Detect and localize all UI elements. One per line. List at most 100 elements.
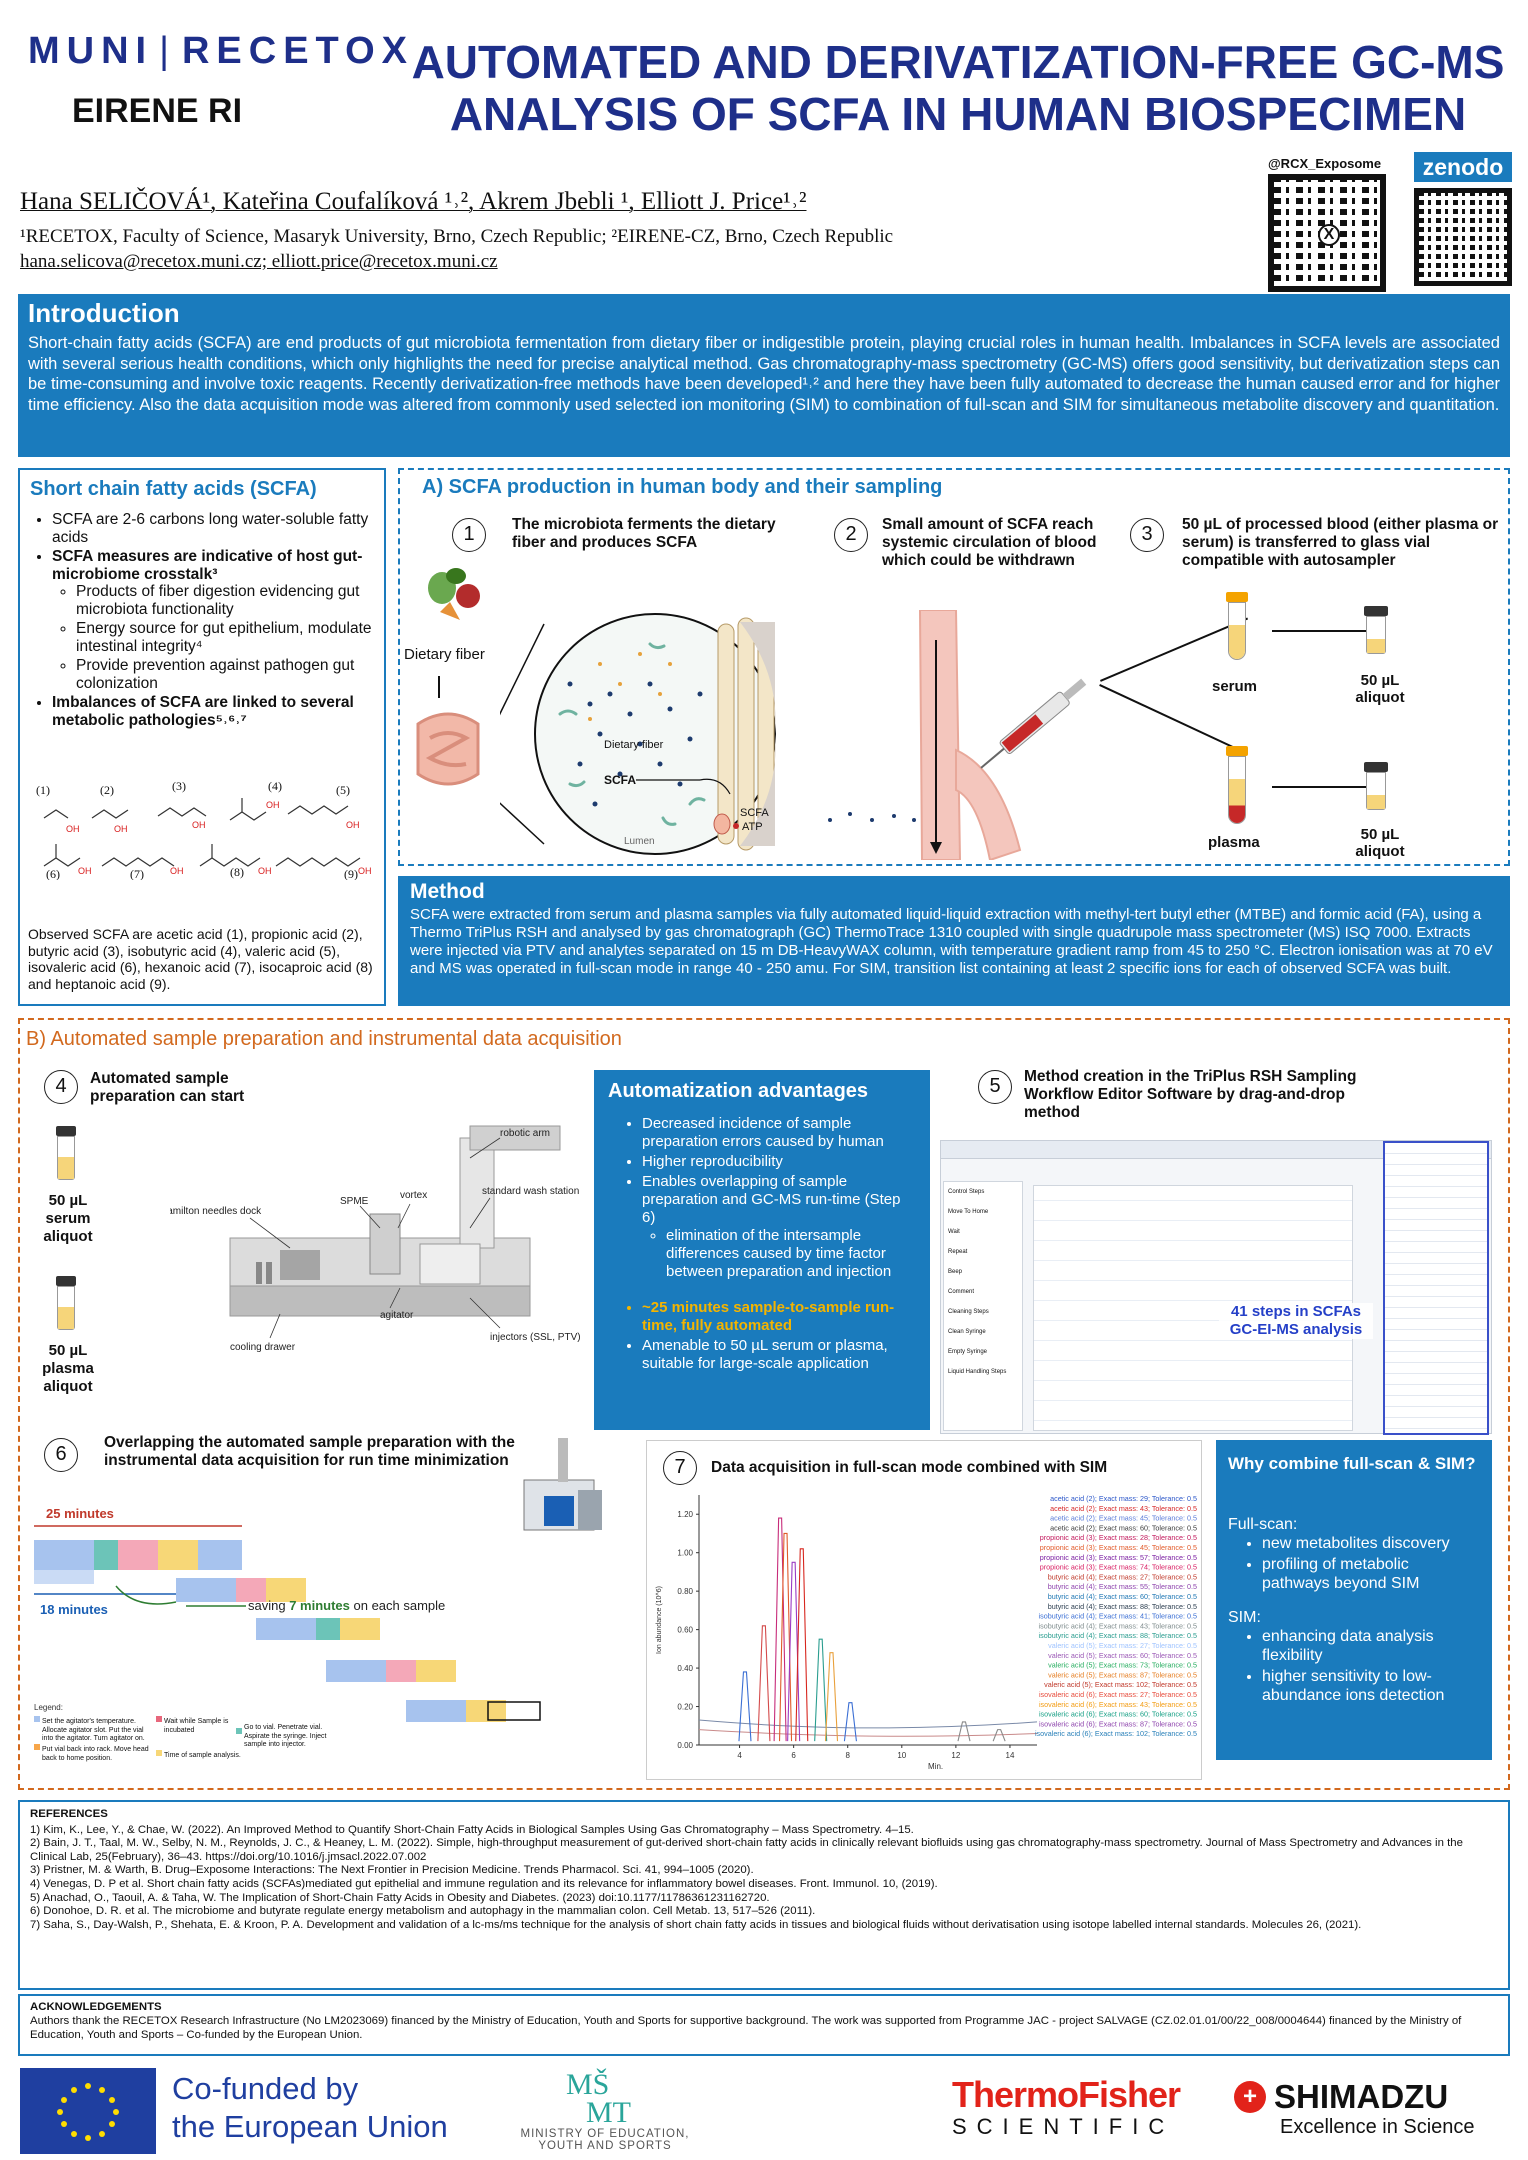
ack-text: Authors thank the RECETOX Research Infra… (30, 2015, 1462, 2041)
reference-item: 4) Venegas, D. P et al. Short chain fatt… (30, 1877, 938, 1890)
legend-entry: butyric acid (4); Exact mass: 27; Tolera… (1048, 1572, 1197, 1581)
struct-label-6: (6) (46, 867, 60, 880)
scfa-bullet-3: Imbalances of SCFA are linked to several… (52, 694, 374, 729)
inner-scfa-label: SCFA (604, 773, 636, 787)
ack-title: ACKNOWLEDGEMENTS (30, 2001, 162, 2013)
inner-lumen-label: Lumen (624, 836, 655, 847)
svg-text:OH: OH (192, 820, 206, 830)
legend-entry: valeric acid (5); Exact mass: 60; Tolera… (1048, 1651, 1197, 1660)
toolbox-item-8: Clean Syringe (948, 1329, 986, 1335)
saving-num: 7 minutes (289, 1598, 350, 1613)
x-logo-icon: X (1318, 224, 1340, 246)
adv-4: ~25 minutes sample-to-sample run-time, f… (642, 1299, 916, 1335)
chromatogram-peak (757, 1625, 771, 1742)
toolbox-item-7: Cleaning Steps (948, 1309, 989, 1315)
legend-entry: butyric acid (4); Exact mass: 55; Tolera… (1048, 1582, 1197, 1591)
x-axis-label: Min. (928, 1762, 943, 1771)
step-2-text: Small amount of SCFA reach systemic circ… (882, 516, 1097, 569)
y-tick-label: 0.20 (677, 1703, 693, 1712)
scfa-sub-1: Products of fiber digestion evidencing g… (76, 583, 374, 618)
chromatogram-panel: 7 Data acquisition in full-scan mode com… (646, 1440, 1202, 1780)
plasma-vial-icon (1362, 762, 1392, 812)
legend-entry: acetic acid (2); Exact mass: 60; Toleran… (1050, 1523, 1197, 1532)
legend-entry: propionic acid (3); Exact mass: 74; Tole… (1040, 1563, 1197, 1572)
chromatogram-peak (778, 1532, 793, 1742)
struct-label-4: (4) (268, 779, 282, 793)
struct-label-9: (9) (344, 867, 358, 880)
robot-label-agitator: agitator (380, 1310, 414, 1321)
legend-title: Legend: (34, 1703, 63, 1712)
legend-text-3: Wait while Sample is incubated (164, 1718, 229, 1734)
adv-5: Amenable to 50 µL serum or plasma, suita… (642, 1337, 916, 1373)
sim-point-2: higher sensitivity to low-abundance ions… (1262, 1667, 1480, 1705)
chromatogram-peak (814, 1638, 828, 1742)
serum-label: serum (1212, 678, 1258, 695)
scfa-bullet-2: SCFA measures are indicative of host gut… (52, 548, 374, 692)
struct-label-2: (2) (100, 783, 114, 797)
legend-entry: isobutyric acid (4); Exact mass: 88; Tol… (1039, 1631, 1197, 1640)
legend-entry: isovaleric acid (6); Exact mass: 27; Tol… (1039, 1690, 1197, 1699)
acknowledgements-panel: ACKNOWLEDGEMENTS Authors thank the RECET… (18, 1994, 1510, 2056)
plasma-tube-icon (1222, 746, 1252, 826)
qr-code-x[interactable]: X (1268, 174, 1386, 292)
svg-text:MT: MT (586, 2096, 631, 2124)
serum-tube-icon (1222, 592, 1252, 662)
reference-item: 1) Kim, K., Lee, Y., & Chae, W. (2022). … (30, 1823, 914, 1836)
why-combine-panel: Why combine full-scan & SIM? Full-scan: … (1216, 1440, 1492, 1760)
qr-code-zenodo[interactable] (1414, 188, 1512, 286)
fullscan-point-1: new metabolites discovery (1262, 1534, 1480, 1553)
step-1-number: 1 (452, 518, 486, 552)
legend-entry: butyric acid (4); Exact mass: 88; Tolera… (1048, 1602, 1197, 1611)
arrow-serum-vial-icon (1272, 630, 1372, 632)
svg-text:OH: OH (114, 824, 128, 834)
section-a-panel: A) SCFA production in human body and the… (398, 468, 1510, 866)
title-line-1: AUTOMATED AND DERIVATIZATION-FREE GC-MS (411, 36, 1505, 88)
overlap-timeline-diagram: 25 minutes 18 minutes saving 7 minutes o… (34, 1506, 541, 1756)
legend-entry: valeric acid (5); Exact mass: 102; Toler… (1044, 1680, 1197, 1689)
legend-text-4: Time of sample analysis. (164, 1752, 241, 1759)
step-3-text: 50 µL of processed blood (either plasma … (1182, 516, 1499, 569)
msmt-name: MINISTRY OF EDUCATION, YOUTH AND SPORTS (520, 2128, 690, 2152)
x-tick-label: 14 (1006, 1751, 1015, 1760)
adv-1: Decreased incidence of sample preparatio… (642, 1115, 916, 1151)
logo-muni-recetox: MUNI|RECETOX (28, 30, 414, 72)
gut-lumen-diagram: Dietary fiber SCFA SCFA ATP Lumen (500, 613, 776, 855)
vegetables-icon (428, 568, 480, 620)
y-axis-label: Ion abundance (10^6) (656, 1586, 663, 1654)
step-4-text: Automated sample preparation can start (90, 1070, 245, 1105)
svg-text:MŠ: MŠ (566, 2068, 609, 2101)
toolbox-item-1: Control Steps (948, 1189, 985, 1195)
step-5-number: 5 (978, 1070, 1012, 1104)
section-b-panel: B) Automated sample preparation and inst… (18, 1018, 1510, 1790)
saving-post: on each sample (350, 1598, 445, 1613)
reference-item: 5) Anachad, O., Taouil, A. & Taha, W. Th… (30, 1891, 770, 1904)
method-text: SCFA were extracted from serum and plasm… (410, 906, 1493, 977)
legend-entry: isobutyric acid (4); Exact mass: 41; Tol… (1039, 1612, 1197, 1621)
robot-label-arm: robotic arm (500, 1128, 550, 1139)
baseline-trace (698, 1729, 1038, 1737)
gc-ms-instrument-icon (523, 1438, 602, 1531)
reference-item: 7) Saha, S., Day-Walsh, P., Shehata, E. … (30, 1918, 1362, 1931)
step-7-number: 7 (663, 1451, 697, 1485)
chromatogram-peak (738, 1671, 752, 1742)
logo-muni-text: MUNI (28, 30, 154, 72)
legend-entry: isovaleric acid (6); Exact mass: 60; Tol… (1039, 1710, 1197, 1719)
legend-text-2: Put vial back into rack. Move head back … (42, 1746, 149, 1762)
toolbox-item-9: Empty Syringe (948, 1349, 988, 1355)
chromatogram-peak (824, 1652, 839, 1742)
sim-point-1: enhancing data analysis flexibility (1262, 1627, 1480, 1665)
advantages-title: Automatization advantages (608, 1080, 869, 1102)
struct-label-7: (7) (130, 867, 144, 880)
emails[interactable]: hana.selicova@recetox.muni.cz; elliott.p… (20, 251, 498, 272)
arrow-plasma-vial-icon (1272, 786, 1372, 788)
reference-item: 3) Pristner, M. & Warth, B. Drug–Exposom… (30, 1864, 754, 1877)
svg-text:OH: OH (170, 866, 184, 876)
x-tick-label: 10 (897, 1751, 906, 1760)
plasma-label: plasma (1208, 834, 1260, 851)
robot-label-hamilton: Hamilton needles dock (170, 1206, 262, 1217)
step-5-text: Method creation in the TriPlus RSH Sampl… (1024, 1068, 1357, 1121)
thermofisher-logo: ThermoFisher SCIENTIFIC (952, 2074, 1181, 2139)
arrow-down-icon (438, 676, 440, 698)
introduction-title: Introduction (28, 298, 180, 328)
